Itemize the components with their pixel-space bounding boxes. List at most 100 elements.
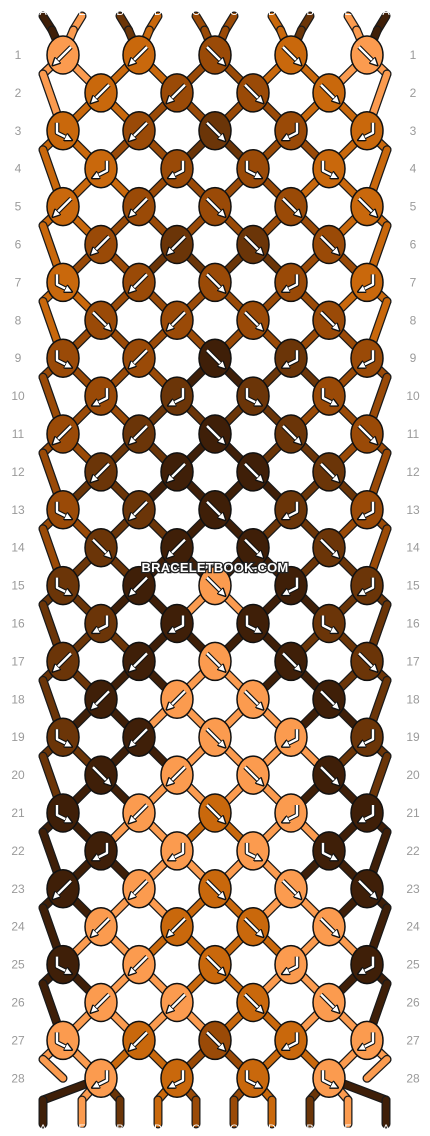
knot-arrow bbox=[55, 197, 72, 215]
knot-arrow bbox=[245, 615, 259, 632]
row-number-left: 23 bbox=[11, 882, 25, 896]
knot-arrow bbox=[321, 1070, 335, 1086]
knot-arrow bbox=[206, 46, 223, 63]
knot-arrow bbox=[171, 842, 185, 859]
knot bbox=[274, 338, 308, 378]
string-label-top: A bbox=[39, 6, 47, 18]
knot-arrow bbox=[321, 615, 335, 632]
knot-arrow bbox=[244, 690, 261, 707]
knot bbox=[350, 793, 384, 833]
knot bbox=[84, 148, 118, 189]
knot-arrow bbox=[361, 805, 375, 821]
knot-arrow bbox=[171, 160, 185, 177]
row-number-right: 14 bbox=[406, 541, 420, 555]
knot-arrow bbox=[244, 235, 261, 253]
knot bbox=[312, 603, 346, 644]
row-number-right: 11 bbox=[407, 427, 420, 441]
knot-arrow bbox=[55, 652, 72, 669]
knot-arrow bbox=[95, 160, 109, 177]
string-label-top: E bbox=[344, 6, 351, 18]
row-number-right: 18 bbox=[406, 692, 420, 706]
knot-arrow bbox=[206, 804, 223, 821]
knot-arrow bbox=[93, 917, 110, 935]
row-number-left: 4 bbox=[15, 162, 22, 176]
knot bbox=[46, 565, 80, 606]
watermark-text: BRACELETBOOK.COM bbox=[142, 560, 289, 575]
knot-arrow bbox=[206, 273, 223, 290]
knot-arrow bbox=[55, 425, 72, 442]
row-number-right: 13 bbox=[406, 503, 420, 517]
knot bbox=[46, 793, 80, 833]
knot-arrow bbox=[95, 388, 109, 404]
string-label-top: C bbox=[192, 6, 200, 18]
knot bbox=[350, 717, 384, 757]
knot-arrow bbox=[320, 84, 337, 101]
knot-arrow bbox=[320, 311, 337, 328]
knot bbox=[46, 338, 80, 378]
knot-arrow bbox=[55, 805, 69, 821]
knot bbox=[84, 603, 118, 644]
knot bbox=[236, 831, 270, 871]
row-number-right: 17 bbox=[406, 654, 420, 668]
string-label-bottom: C bbox=[230, 1123, 238, 1135]
knot-arrow bbox=[285, 350, 299, 366]
knot-arrow bbox=[131, 46, 148, 63]
string-label-bottom: E bbox=[344, 1123, 351, 1135]
knot-arrow bbox=[206, 879, 223, 897]
row-number-left: 21 bbox=[11, 806, 25, 820]
knot-arrow bbox=[95, 842, 109, 859]
knot-arrow bbox=[131, 349, 148, 366]
row-number-left: 13 bbox=[11, 503, 25, 517]
knot bbox=[46, 262, 80, 303]
row-number-right: 4 bbox=[410, 162, 417, 176]
knot bbox=[274, 1020, 308, 1061]
row-number-left: 15 bbox=[11, 579, 25, 593]
knot-arrow bbox=[206, 425, 223, 442]
knot-arrow bbox=[282, 652, 299, 669]
knot-arrow bbox=[358, 879, 375, 897]
knot-arrow bbox=[169, 538, 186, 556]
knot-arrow bbox=[93, 690, 110, 707]
knot-arrow bbox=[321, 842, 335, 859]
knot-arrow bbox=[244, 84, 261, 101]
knot bbox=[236, 148, 270, 189]
knot-arrow bbox=[93, 463, 110, 480]
row-number-left: 17 bbox=[11, 654, 25, 668]
knot-arrow bbox=[320, 463, 337, 480]
row-number-right: 9 bbox=[410, 351, 417, 365]
knot bbox=[160, 603, 194, 644]
knot-arrow bbox=[55, 274, 69, 290]
knot-arrow bbox=[244, 993, 261, 1011]
knot-arrow bbox=[169, 993, 186, 1011]
knot-arrow bbox=[169, 690, 186, 707]
string-label-top: B bbox=[116, 6, 123, 18]
knot-arrow bbox=[245, 1070, 259, 1086]
knot-arrow bbox=[320, 766, 337, 783]
knot bbox=[46, 717, 80, 757]
knot-arrow bbox=[131, 879, 148, 897]
knot-arrow bbox=[245, 160, 259, 177]
row-number-right: 8 bbox=[410, 313, 417, 327]
knot-arrow bbox=[93, 993, 110, 1011]
knot-arrow bbox=[93, 84, 110, 101]
knot-arrow bbox=[358, 425, 375, 442]
string-label-bottom: E bbox=[78, 1123, 85, 1135]
knot-arrow bbox=[244, 766, 261, 783]
row-number-right: 16 bbox=[406, 617, 420, 631]
knot-arrow bbox=[206, 955, 223, 973]
knot bbox=[84, 376, 118, 416]
knot-arrow bbox=[131, 1031, 148, 1048]
knot-arrow bbox=[169, 84, 186, 101]
knot-arrow bbox=[321, 388, 335, 404]
knot bbox=[350, 262, 384, 303]
knot-arrow bbox=[361, 501, 375, 518]
knot-arrow bbox=[361, 729, 375, 745]
knot-arrow bbox=[244, 538, 261, 556]
knot-arrow bbox=[361, 577, 375, 594]
row-number-right: 21 bbox=[406, 806, 420, 820]
knot-arrow bbox=[55, 501, 69, 518]
knot-arrow bbox=[131, 576, 148, 594]
knot bbox=[46, 1020, 80, 1061]
knot bbox=[46, 490, 80, 530]
